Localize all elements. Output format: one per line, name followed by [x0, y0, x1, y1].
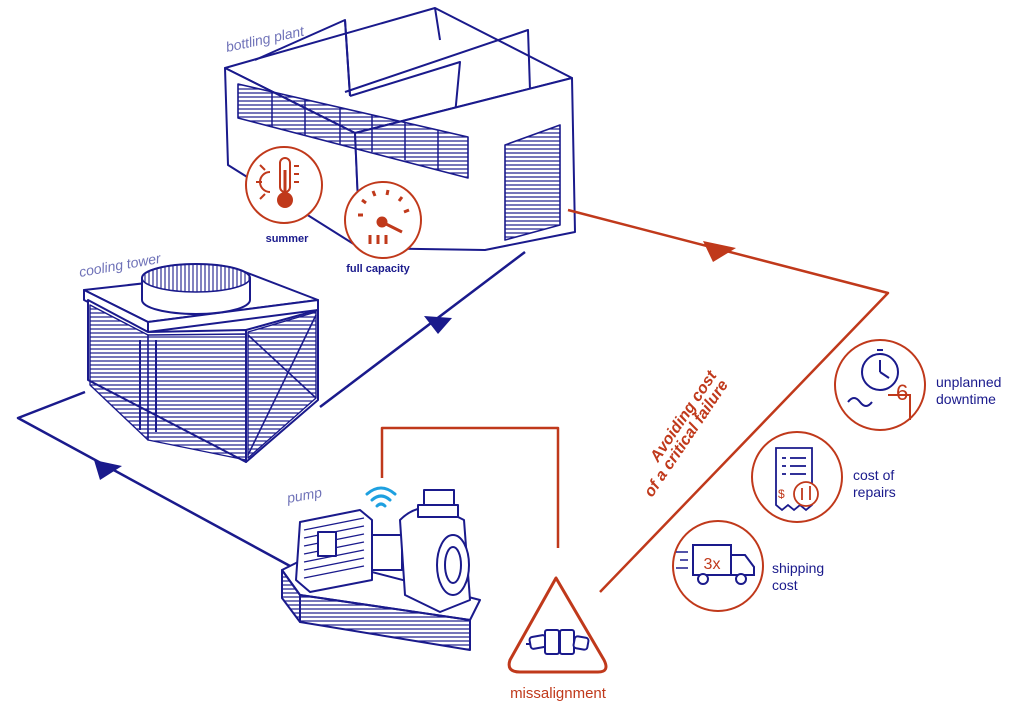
avoiding-cost-text-2: of a critical failure	[641, 377, 732, 500]
truck-icon	[676, 544, 755, 585]
speedometer-icon	[358, 189, 410, 244]
repairs-label-1: cost of	[853, 467, 894, 483]
thermometer-icon	[256, 157, 299, 208]
downtime-label-2: downtime	[936, 391, 996, 407]
summer-badge	[245, 146, 323, 224]
summer-label: summer	[266, 233, 310, 245]
pump-label: pump	[285, 484, 323, 506]
flow-arrow-down-2	[94, 460, 122, 480]
shipping-badge: 3x	[672, 520, 764, 612]
coupling-icon	[526, 629, 590, 655]
shipping-label-2: cost	[772, 577, 798, 593]
full-capacity-label: full capacity	[346, 263, 410, 275]
dollar-sign: $	[778, 487, 785, 501]
repairs-label-2: repairs	[853, 484, 896, 500]
repairs-badge: $	[751, 431, 843, 523]
misalignment-label: missalignment	[510, 685, 607, 702]
pump-unit	[281, 489, 481, 651]
misalignment-warning	[507, 576, 608, 674]
shipping-label-1: shipping	[772, 560, 824, 576]
cooling-tower-unit	[83, 263, 319, 463]
downtime-label-1: unplanned	[936, 374, 1001, 390]
clock-icon	[847, 349, 911, 420]
wifi-icon	[365, 486, 397, 508]
full-capacity-badge	[344, 181, 422, 259]
red-flow-line	[380, 208, 890, 593]
blue-flow-line	[16, 251, 526, 568]
receipt-wrench-icon	[775, 447, 819, 512]
truck-multiplier: 3x	[704, 556, 721, 573]
downtime-badge: 6	[834, 339, 926, 431]
flow-arrow-down-1	[424, 316, 452, 334]
clock-number: 6	[896, 380, 908, 405]
flow-arrow-right	[703, 241, 736, 262]
